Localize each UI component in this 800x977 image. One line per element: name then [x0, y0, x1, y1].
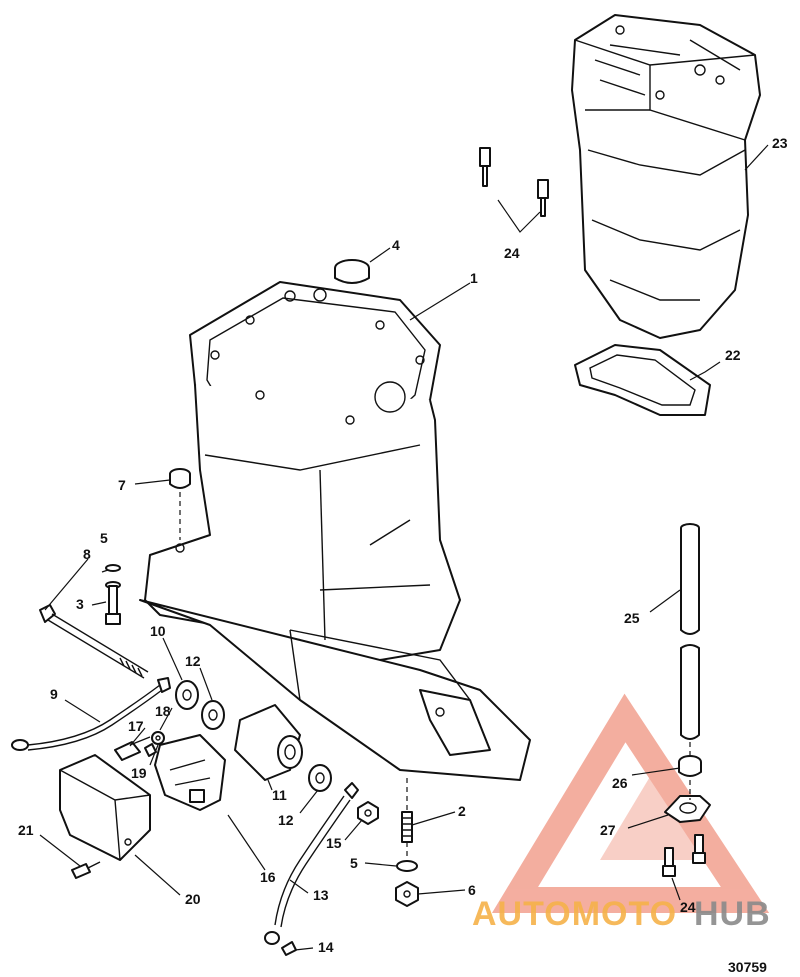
callout-15: 15 — [326, 835, 342, 851]
long-stud-part — [39, 604, 149, 679]
callout-25: 25 — [624, 610, 640, 626]
callout-14: 14 — [318, 939, 334, 955]
callout-4: 4 — [392, 237, 400, 253]
callout-3: 3 — [76, 596, 84, 612]
driveshaft-housing-part — [139, 281, 531, 781]
callout-7: 7 — [118, 477, 126, 493]
callout-6: 6 — [468, 882, 476, 898]
callout-18: 18 — [155, 703, 171, 719]
alignment-lines — [179, 492, 691, 860]
cover-part — [59, 754, 151, 879]
nut-part — [357, 801, 379, 825]
figure-number: 30759 — [728, 959, 767, 975]
cap-part — [334, 259, 370, 284]
watermark-text-secondary: HUB — [694, 895, 771, 933]
callout-13: 13 — [313, 887, 329, 903]
callout-16: 16 — [260, 869, 276, 885]
callout-9: 9 — [50, 686, 58, 702]
ground-cable-part — [11, 677, 171, 751]
callout-11: 11 — [272, 787, 287, 803]
watermark-text: AUTOMOTO HUB — [472, 895, 771, 933]
callout-12-upper: 12 — [185, 653, 201, 669]
callout-12-lower: 12 — [278, 812, 294, 828]
bolt-washer-part — [105, 564, 121, 625]
callout-27: 27 — [600, 822, 616, 838]
callout-1: 1 — [470, 270, 478, 286]
top-bolts-part — [479, 147, 549, 217]
callout-24-upper: 24 — [504, 245, 520, 261]
gasket-part — [574, 344, 711, 416]
callout-8: 8 — [83, 546, 91, 562]
leader-lines — [39, 144, 769, 951]
callout-19: 19 — [131, 765, 147, 781]
watermark-logo — [491, 693, 770, 913]
callout-22: 22 — [725, 347, 741, 363]
callout-5-lower: 5 — [350, 855, 358, 871]
callout-labels: 1 2 3 4 5 5 6 7 8 9 10 11 12 12 13 14 15… — [18, 135, 788, 955]
stud-washer-nut-part — [395, 811, 419, 907]
callout-10: 10 — [150, 623, 166, 639]
exhaust-housing-part — [571, 14, 761, 339]
rubber-washers-part — [175, 680, 332, 792]
callout-5-upper: 5 — [100, 530, 108, 546]
mount-part — [234, 704, 303, 781]
callout-23: 23 — [772, 135, 788, 151]
callout-24-lower: 24 — [680, 899, 696, 915]
plug-part — [169, 468, 191, 489]
lower-cable-part — [264, 782, 359, 956]
callout-20: 20 — [185, 891, 201, 907]
water-tube-part — [680, 523, 700, 740]
watermark-text-primary: AUTOMOTO — [472, 895, 677, 933]
lower-water-parts — [662, 755, 711, 877]
callout-21: 21 — [18, 822, 34, 838]
bracket-assembly-part — [114, 731, 226, 811]
callout-26: 26 — [612, 775, 628, 791]
callout-17: 17 — [128, 718, 144, 734]
callout-2: 2 — [458, 803, 466, 819]
